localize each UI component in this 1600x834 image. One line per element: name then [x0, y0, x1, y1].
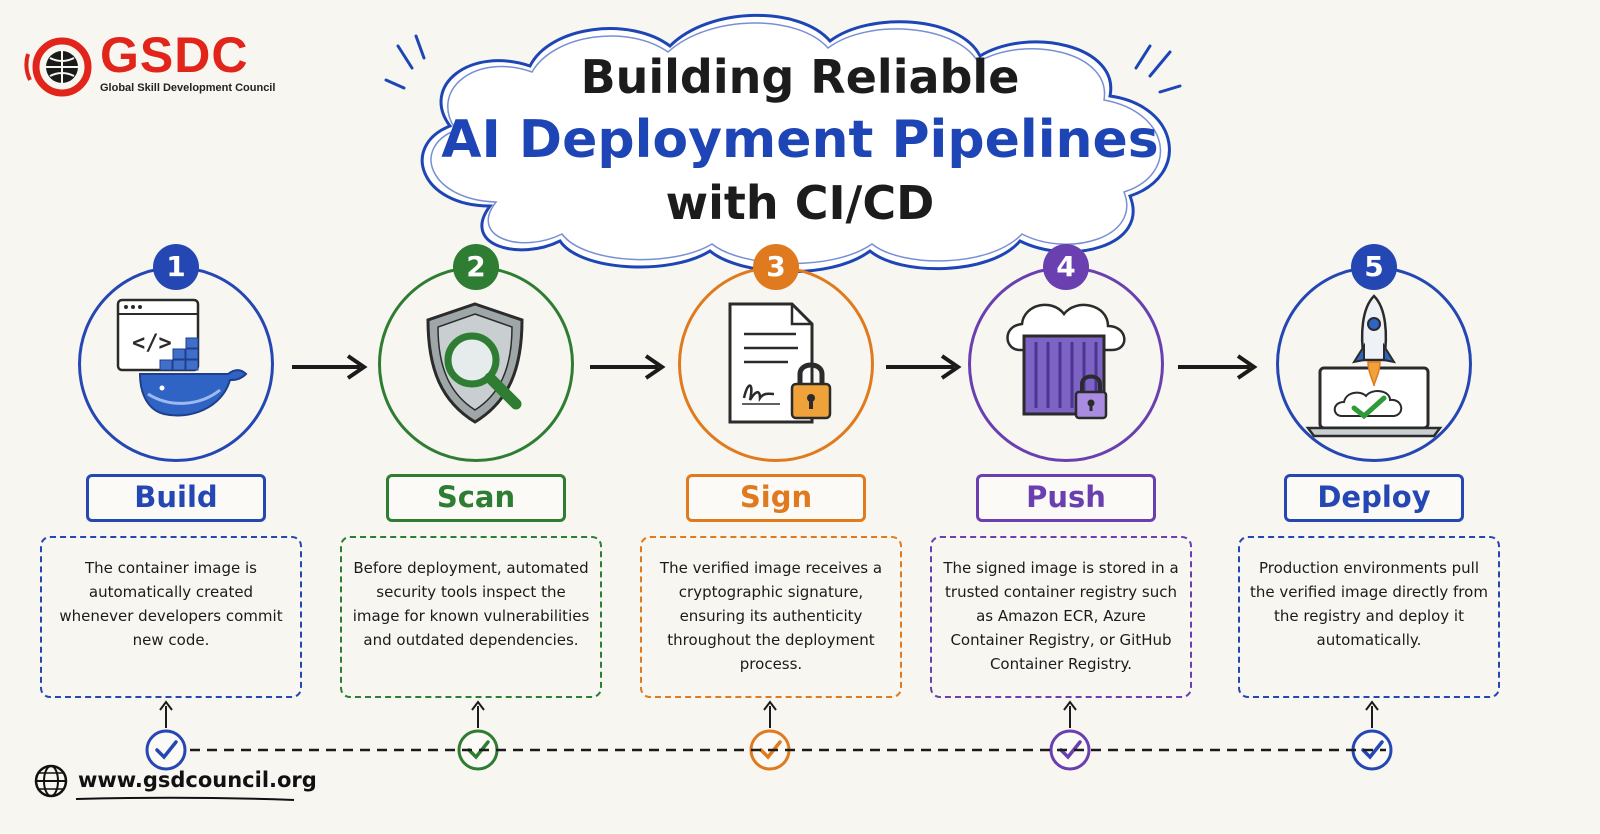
code-window-docker-whale-icon: </>	[116, 298, 248, 417]
website-underline	[76, 796, 295, 801]
title-line-2: AI Deployment Pipelines	[441, 110, 1159, 170]
title-line-3: with CI/CD	[665, 176, 935, 230]
svg-text:</>: </>	[132, 331, 172, 356]
page-title: Building Reliable AI Deployment Pipeline…	[380, 46, 1220, 234]
step-2-label: Scan	[386, 474, 566, 522]
logo-text: GSDC	[100, 27, 249, 83]
step-1-description: The container image is automatically cre…	[40, 536, 302, 698]
step-2-number-badge: 2	[453, 244, 499, 290]
title-line-1: Building Reliable	[580, 50, 1020, 104]
website-text: www.gsdcouncil.org	[78, 768, 317, 792]
step-3-description: The verified image receives a cryptograp…	[640, 536, 902, 698]
cloud-container-lock-icon	[1006, 303, 1126, 420]
step-3-number-badge: 3	[753, 244, 799, 290]
step-sign: 3 Sign The verified image receives a cry…	[628, 244, 928, 824]
step-push: 4 Push The signed image is stored in a t…	[918, 244, 1218, 824]
step-build: 1 </> Build The container image is autom…	[28, 244, 328, 824]
laptop-rocket-check-icon	[1305, 294, 1443, 438]
arrow-right-icon	[292, 354, 368, 380]
arrow-right-icon	[1178, 354, 1258, 380]
logo-subtitle: Global Skill Development Council	[100, 82, 276, 94]
shield-magnifier-icon	[426, 302, 524, 424]
timeline-dashed-line	[190, 748, 1386, 752]
step-4-number-badge: 4	[1043, 244, 1089, 290]
step-5-label: Deploy	[1284, 474, 1464, 522]
arrow-right-icon	[590, 354, 666, 380]
globe-logo-icon	[24, 37, 92, 97]
step-3-label: Sign	[686, 474, 866, 522]
globe-icon	[34, 764, 68, 798]
step-1-label: Build	[86, 474, 266, 522]
step-4-check-connector	[1049, 700, 1091, 771]
step-scan: 2 Scan Before deployment, automated secu…	[328, 244, 628, 824]
step-2-description: Before deployment, automated security to…	[340, 536, 602, 698]
step-deploy: 5 Deploy Production environments pull th…	[1226, 244, 1526, 824]
website-link[interactable]: www.gsdcouncil.org	[34, 764, 317, 804]
title-cloud	[384, 13, 1182, 274]
step-4-label: Push	[976, 474, 1156, 522]
step-5-description: Production environments pull the verifie…	[1238, 536, 1500, 698]
signed-document-lock-icon	[728, 302, 832, 424]
step-1-check-connector	[145, 700, 187, 771]
gsdc-logo: GSDC Global Skill Development Council	[22, 26, 282, 106]
step-4-description: The signed image is stored in a trusted …	[930, 536, 1192, 698]
step-1-number-badge: 1	[153, 244, 199, 290]
step-5-number-badge: 5	[1351, 244, 1397, 290]
arrow-right-icon	[886, 354, 962, 380]
